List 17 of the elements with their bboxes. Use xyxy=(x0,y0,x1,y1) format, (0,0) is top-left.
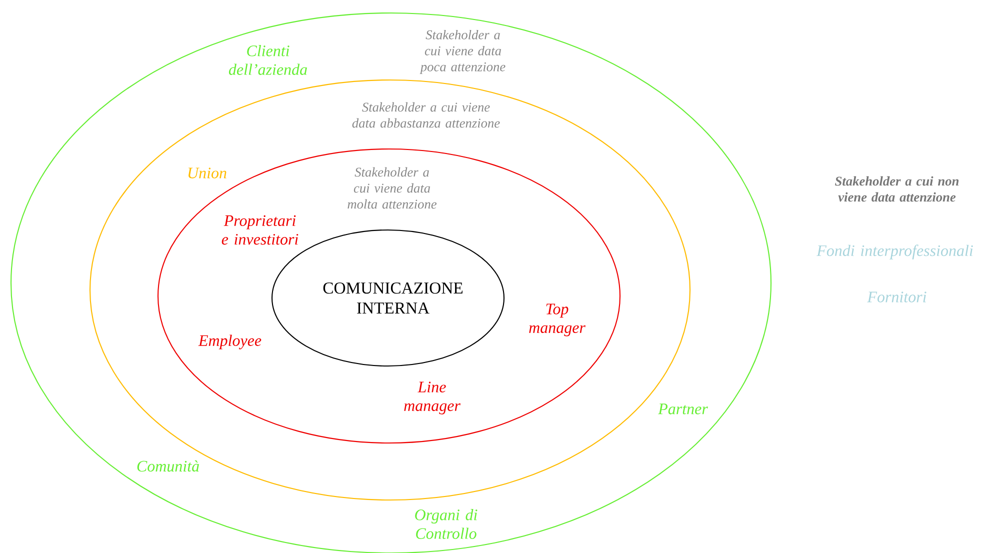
center-label: COMUNICAZIONE INTERNA xyxy=(323,282,463,314)
stakeholder-label: Proprietari e investitori xyxy=(222,215,298,245)
stakeholder-label: Fornitori xyxy=(867,292,926,302)
stakeholder-label: Employee xyxy=(198,334,262,350)
stakeholder-label: Comunità xyxy=(137,460,199,472)
stakeholder-label: Fondi interprofessionali xyxy=(816,244,973,260)
stakeholder-label: Line manager xyxy=(404,382,460,414)
stakeholder-label: Union xyxy=(188,168,226,178)
attention-note: Stakeholder a cui viene data abbastanza attenzione xyxy=(352,102,500,128)
attention-note: Stakeholder a cui viene data molta attenzione xyxy=(348,167,437,209)
stakeholder-label: Partner xyxy=(658,404,708,414)
attention-note: Stakeholder a cui viene data poca attenzione xyxy=(420,30,506,74)
stakeholder-label: Organi di Controllo xyxy=(415,509,478,539)
stakeholder-label: Clienti dell’azienda xyxy=(228,45,307,75)
attention-note: Stakeholder a cui non viene data attenzione xyxy=(835,176,959,202)
ring-ellipse xyxy=(157,148,621,444)
stakeholder-label: Top manager xyxy=(529,304,586,336)
